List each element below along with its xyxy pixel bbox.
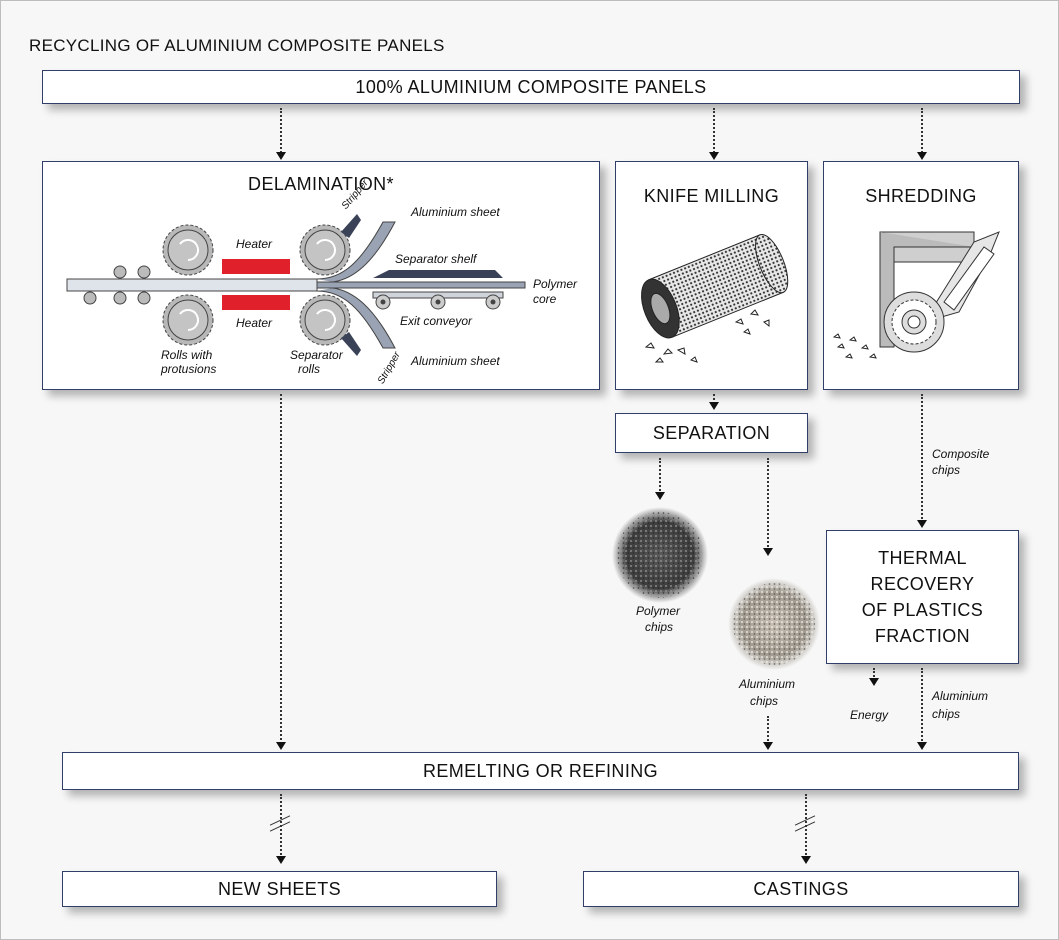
arrow-separation-aluminium [763,548,773,556]
separation-box: SEPARATION [615,413,808,453]
thermal-label-line4: FRACTION [874,626,971,646]
label-rolls-with-protusions-1: Rolls with [161,348,213,362]
diagram-title: RECYCLING OF ALUMINIUM COMPOSITE PANELS [29,36,445,55]
delamination-machine-illustration [66,214,526,356]
arrow-separation-polymer [655,492,665,500]
label-polymer-chips-1: Polymer [636,604,681,618]
label-separator-rolls-1: Separator [290,348,343,362]
label-aluminium-chips-sep-1: Aluminium [739,677,796,691]
connector-knife-separation [713,394,715,404]
connector-aluminium-remelting [767,716,769,744]
label-aluminium-chips-thermal-2: chips [932,707,961,721]
thermal-label-line3: OF PLASTICS [861,600,984,620]
arrow-aluminium-remelting [763,742,773,750]
shredding-box: SHREDDING [823,161,1019,390]
knife-milling-box: KNIFE MILLING [615,161,808,390]
label-energy: Energy [850,708,889,722]
thermal-label-line2: RECOVERY [870,574,975,594]
label-aluminium-sheet-top: Aluminium sheet [411,205,500,219]
label-polymer-core-1: Polymer [533,277,578,291]
delamination-label: DELAMINATION* [248,174,394,194]
new-sheets-label: NEW SHEETS [217,879,341,899]
connector-delamination-remelting [280,394,282,744]
label-rolls-with-protusions-2: protusions [161,362,217,376]
connector-top-delamination [280,108,282,153]
polymer-chips-image [612,507,708,603]
label-aluminium-chips-thermal-1: Aluminium [932,689,989,703]
arrow-delamination-remelting [276,742,286,750]
arrow-shredding-thermal [917,520,927,528]
new-sheets-box: NEW SHEETS [62,871,497,907]
separation-label: SEPARATION [652,423,771,443]
arrow-remelting-newsheets [276,856,286,864]
knife-milling-label: KNIFE MILLING [643,186,780,206]
label-composite-chips-2: chips [932,463,961,477]
remelting-box: REMELTING OR REFINING [62,752,1019,790]
label-heater-top: Heater [236,237,273,251]
connector-thermal-energy [873,668,875,680]
thermal-label-line1: THERMAL [878,548,967,568]
label-exit-conveyor: Exit conveyor [400,314,473,328]
connector-thermal-remelting [921,668,923,744]
delamination-box: DELAMINATION* [42,161,600,390]
label-separator-shelf: Separator shelf [395,252,477,266]
label-separator-rolls-2: rolls [298,362,321,376]
castings-box: CASTINGS [583,871,1019,907]
connector-separation-polymer [659,458,661,494]
arrow-top-delamination [276,152,286,160]
remelting-label: REMELTING OR REFINING [422,761,659,781]
label-composite-chips-1: Composite [932,447,990,461]
connector-top-shredding [921,108,923,153]
connector-shredding-thermal [921,394,923,522]
arrow-top-shredding [917,152,927,160]
arrow-knife-separation [709,402,719,410]
label-polymer-chips-2: chips [645,620,674,634]
connector-remelting-newsheets [280,794,282,858]
arrow-remelting-castings [801,856,811,864]
knife-mill-illustration [641,233,789,363]
aluminium-chips-image [728,578,820,670]
connector-remelting-castings [805,794,807,858]
label-polymer-core-2: core [533,292,557,306]
top-box-label: 100% ALUMINIUM COMPOSITE PANELS [355,77,707,97]
castings-label: CASTINGS [753,879,849,899]
shredding-label: SHREDDING [865,186,977,206]
connector-top-knife [713,108,715,153]
shredder-illustration [832,231,1000,359]
top-box: 100% ALUMINIUM COMPOSITE PANELS [42,70,1020,104]
label-heater-bottom: Heater [236,316,273,330]
thermal-recovery-box: THERMAL RECOVERY OF PLASTICS FRACTION [826,530,1019,664]
connector-separation-aluminium [767,458,769,550]
arrow-thermal-remelting [917,742,927,750]
label-aluminium-sheet-bottom: Aluminium sheet [411,354,500,368]
arrow-top-knife [709,152,719,160]
arrow-thermal-energy [869,678,879,686]
label-aluminium-chips-sep-2: chips [750,694,779,708]
